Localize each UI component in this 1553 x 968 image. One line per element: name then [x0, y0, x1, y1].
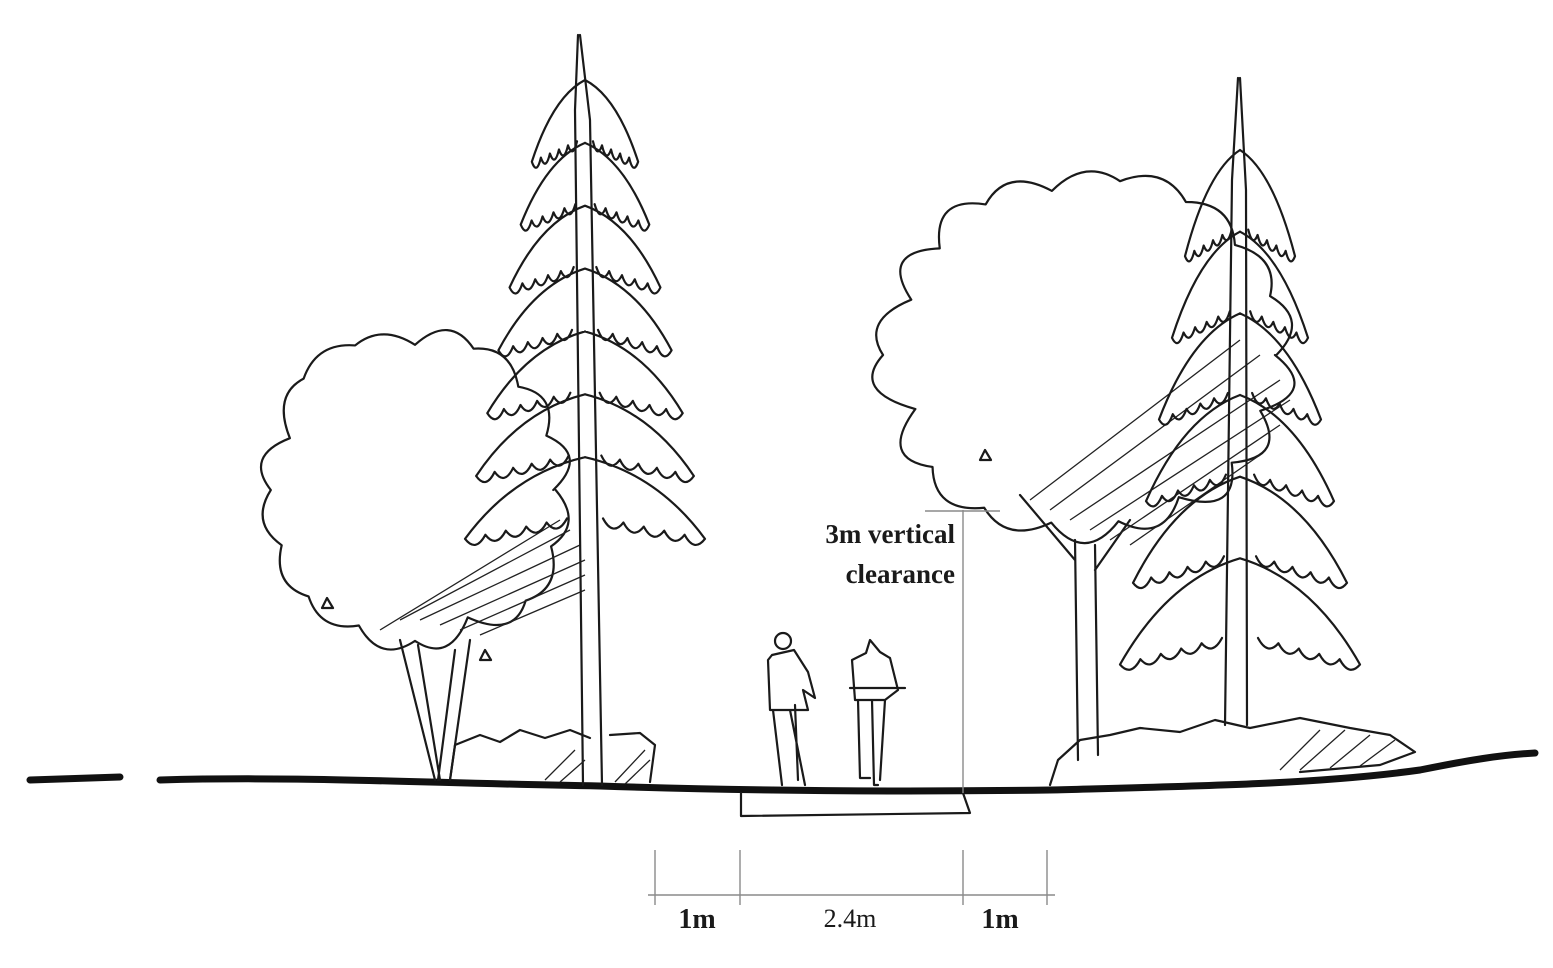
dimension-label-path-width: 2.4m [823, 904, 877, 933]
right-deciduous-tree [871, 170, 1296, 762]
clearance-line [925, 510, 1000, 793]
right-shrub [1048, 716, 1417, 787]
dimension-line [648, 850, 1055, 905]
ground-line [156, 749, 1539, 795]
left-shrub [448, 728, 657, 784]
pedestrian-figure [766, 631, 817, 787]
path-slab [739, 791, 972, 818]
ground-line-left-dash [26, 773, 124, 784]
cyclist-figure [848, 638, 907, 787]
dimension-label-left-verge: 1m [678, 904, 716, 935]
clearance-label-line1: 3m vertical [825, 519, 955, 549]
left-pine-tree [463, 33, 707, 787]
clearance-label-line2: clearance [845, 559, 955, 589]
left-deciduous-tree [259, 329, 586, 782]
dimension-label-right-verge: 1m [981, 904, 1019, 935]
clearance-annotation: 3m vertical clearance [825, 514, 955, 594]
right-pine-tree [1118, 76, 1362, 727]
